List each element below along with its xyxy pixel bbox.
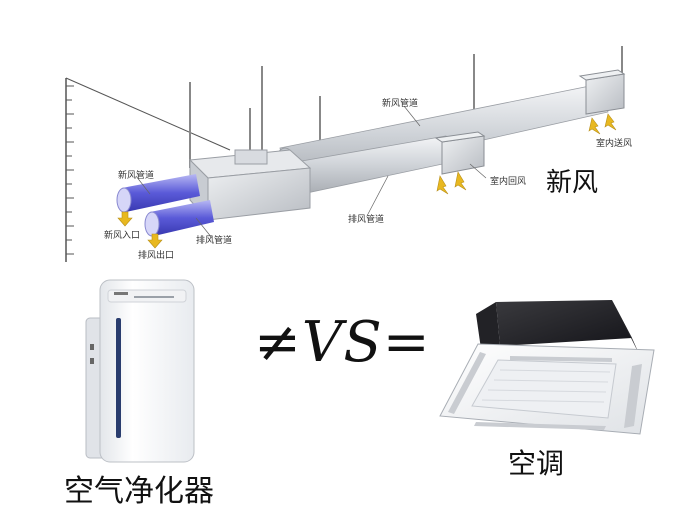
label-indoor-return-air: 室内回风 <box>490 174 526 187</box>
label-exhaust-duct-left: 排风管道 <box>196 233 232 246</box>
label-fresh-air-duct-top: 新风管道 <box>382 96 418 109</box>
label-fresh-air-inlet: 新风入口 <box>104 228 140 241</box>
label-fresh-air-duct-left: 新风管道 <box>118 168 154 181</box>
caption-air-conditioner: 空调 <box>508 442 564 482</box>
label-exhaust-outlet: 排风出口 <box>138 248 174 261</box>
caption-fresh-air: 新风 <box>546 162 598 199</box>
return-air-box <box>436 132 484 174</box>
air-conditioner-image <box>436 294 664 440</box>
label-exhaust-duct-mid: 排风管道 <box>348 212 384 225</box>
vs-comparison-text: ≠VS= <box>254 310 431 375</box>
supply-air-box <box>580 70 624 114</box>
caption-air-purifier: 空气净化器 <box>64 466 214 510</box>
air-purifier-image <box>84 278 204 466</box>
label-indoor-supply-air: 室内送风 <box>596 136 632 149</box>
